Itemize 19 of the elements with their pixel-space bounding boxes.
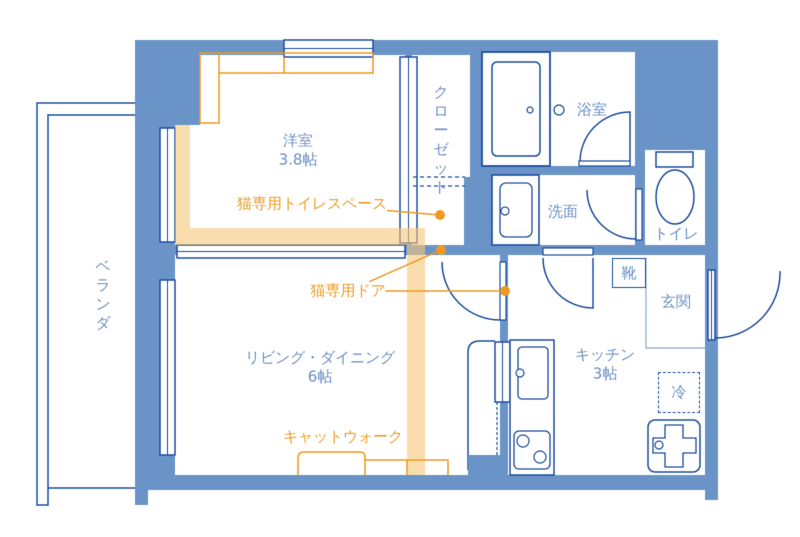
room-label: ベランダ [95,257,111,333]
catwalk-label: キャットウォーク [283,428,403,446]
shoe-cabinet: 靴 [612,258,646,288]
room-label: キッチン [575,345,635,364]
room-label: トイレ [654,224,698,244]
callout-text: 猫専用トイレスペース [237,194,387,214]
room-size: 3.8帖 [278,150,318,169]
leader-line [386,210,436,216]
room-label: 洋室 [282,131,314,150]
room-label: 洗面 [548,202,578,222]
room-size: 6帖 [306,367,334,386]
callout-text: 猫専用ドア [310,282,386,300]
room-label: 玄関 [661,292,691,312]
room-size: 3帖 [592,364,618,383]
leader-line [368,251,437,282]
room-label: リビング・ダイニング [245,348,395,367]
leader-line [386,290,500,292]
room-label: 浴室 [577,100,607,120]
refrigerator-space: 冷 [658,372,700,413]
